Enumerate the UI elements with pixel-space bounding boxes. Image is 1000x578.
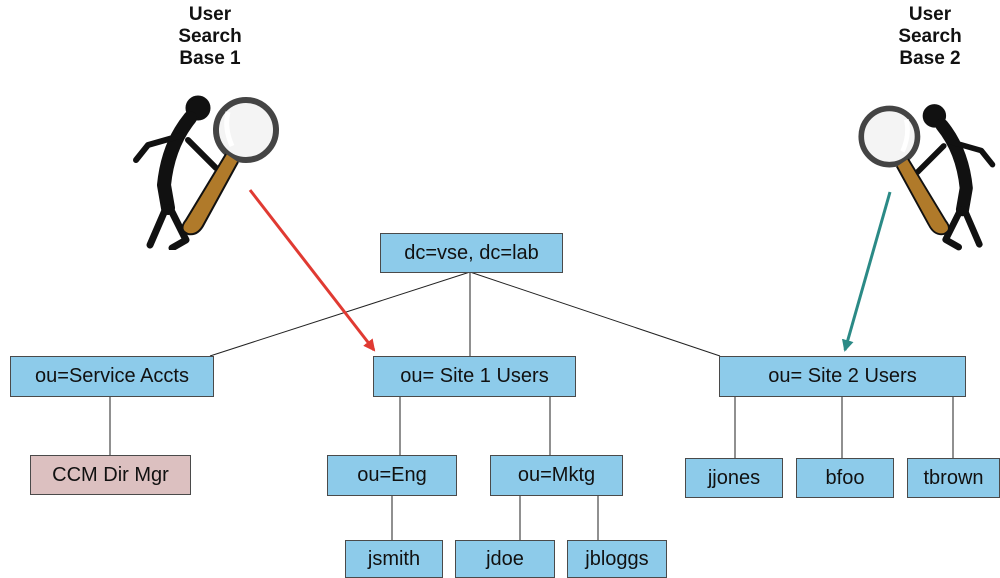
searcher-figure-icon — [133, 95, 279, 250]
magnifying-glass-icon — [181, 97, 279, 236]
search-base-1-line2: Search — [178, 26, 242, 47]
node-service-accts: ou=Service Accts — [10, 356, 214, 397]
node-user-jsmith: jsmith — [345, 540, 443, 578]
search-base-1-arrow — [248, 189, 376, 352]
node-ou-eng: ou=Eng — [327, 455, 457, 496]
search-base-2-line2: Search — [898, 26, 962, 47]
search-base-1-line1: User — [188, 4, 232, 25]
search-base-2-arrow — [841, 191, 892, 352]
search-base-2-label: User Search Base 2 — [870, 4, 990, 70]
node-ccm-dir-mgr: CCM Dir Mgr — [30, 455, 191, 495]
node-root: dc=vse, dc=lab — [380, 233, 563, 273]
search-base-1-line3: Base 1 — [179, 48, 241, 69]
search-base-2-line3: Base 2 — [899, 48, 961, 69]
node-site2-users: ou= Site 2 Users — [719, 356, 966, 397]
node-ou-mktg: ou=Mktg — [490, 455, 623, 496]
node-user-bfoo: bfoo — [796, 458, 894, 498]
node-user-jdoe: jdoe — [455, 540, 555, 578]
connector-root-site2 — [469, 271, 721, 357]
search-base-1-label: User Search Base 1 — [150, 4, 270, 70]
node-user-jbloggs: jbloggs — [567, 540, 667, 578]
node-user-jjones: jjones — [685, 458, 783, 498]
connector-root-service — [209, 271, 471, 357]
node-user-tbrown: tbrown — [907, 458, 1000, 498]
searcher-figure-2-icon — [858, 104, 996, 251]
node-site1-users: ou= Site 1 Users — [373, 356, 576, 397]
search-base-2-line1: User — [908, 4, 952, 25]
